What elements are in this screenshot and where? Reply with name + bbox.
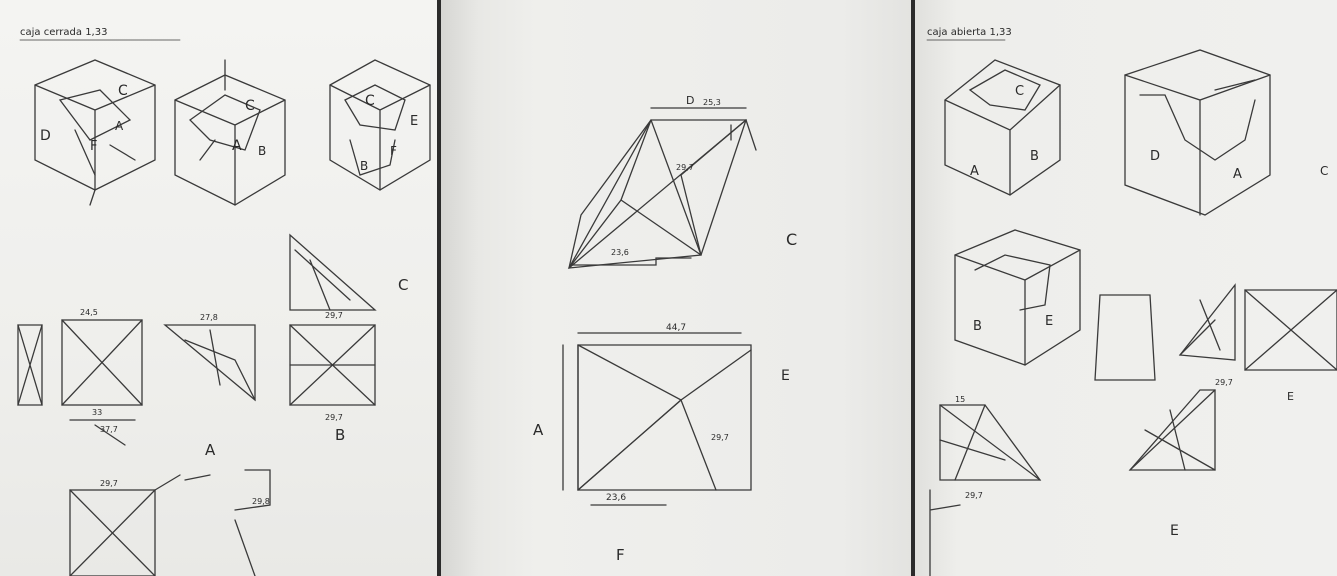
face-label: A xyxy=(1233,167,1242,182)
face-label: D xyxy=(40,128,51,144)
dimension-label: 29,7 xyxy=(965,491,983,500)
sketch-drawing-middle: C A E F D 25,3 23,6 23,6 29,7 29,7 44,7 xyxy=(533,94,797,564)
dimension-label: 23,6 xyxy=(611,248,629,257)
face-label: F xyxy=(390,144,397,158)
face-label: A xyxy=(205,441,216,459)
face-label: A xyxy=(115,119,124,133)
face-label: A xyxy=(533,421,544,439)
face-label: D xyxy=(686,94,694,107)
face-label: B xyxy=(1030,149,1039,164)
sketch-page-left: caja cerrada 1,33 C D F A A C B C E B F … xyxy=(0,0,437,576)
face-label: C xyxy=(786,230,797,249)
face-label: F xyxy=(616,546,625,564)
face-label: C xyxy=(365,93,375,109)
header-text: caja cerrada 1,33 xyxy=(20,27,107,38)
face-label: B xyxy=(360,159,368,173)
dimension-label: 25,3 xyxy=(703,98,721,107)
face-label: E xyxy=(781,368,790,384)
sketch-drawing-left: caja cerrada 1,33 C D F A A C B C E B F … xyxy=(17,27,431,576)
dimension-label: 24,5 xyxy=(80,308,98,317)
dimension-label: 29,7 xyxy=(100,479,118,488)
photo-divider xyxy=(911,0,915,576)
dimension-label: 15 xyxy=(955,395,965,404)
face-label: A xyxy=(232,138,242,154)
dimension-label: 27,8 xyxy=(200,313,218,322)
dimension-label: 37,7 xyxy=(100,425,118,434)
sketch-page-right: caja abierta 1,33 C A B D A B E E E C 29… xyxy=(915,0,1337,576)
dimension-label: 44,7 xyxy=(666,323,686,333)
face-label: E xyxy=(1287,390,1294,403)
dimension-label: 29,7 xyxy=(1215,378,1233,387)
face-label: C xyxy=(1015,84,1024,99)
photo-divider xyxy=(437,0,441,576)
dimension-label: 29,7 xyxy=(676,163,694,172)
face-label: D xyxy=(1150,149,1160,164)
face-label: B xyxy=(335,426,345,444)
face-label: E xyxy=(1045,314,1053,329)
dimension-label: 29,7 xyxy=(325,311,343,320)
face-label: C xyxy=(1320,164,1328,178)
face-label: C xyxy=(398,276,408,294)
dimension-label: 23,6 xyxy=(606,493,626,503)
face-label: E xyxy=(410,114,418,129)
dimension-label: 29,8 xyxy=(252,497,270,506)
sketch-drawing-right: caja abierta 1,33 C A B D A B E E E C 29… xyxy=(926,27,1337,576)
face-label: C xyxy=(118,83,128,99)
face-label: B xyxy=(973,319,982,334)
face-label: E xyxy=(1170,523,1179,539)
face-label: B xyxy=(258,144,266,158)
face-label: A xyxy=(970,164,979,179)
face-label: C xyxy=(245,98,255,114)
dimension-label: 33 xyxy=(92,408,102,417)
sketch-page-middle: C A E F D 25,3 23,6 23,6 29,7 29,7 44,7 xyxy=(441,0,911,576)
dimension-label: 29,7 xyxy=(711,433,729,442)
face-label: F xyxy=(90,139,97,154)
dimension-label: 29,7 xyxy=(325,413,343,422)
header-text: caja abierta 1,33 xyxy=(927,27,1012,38)
